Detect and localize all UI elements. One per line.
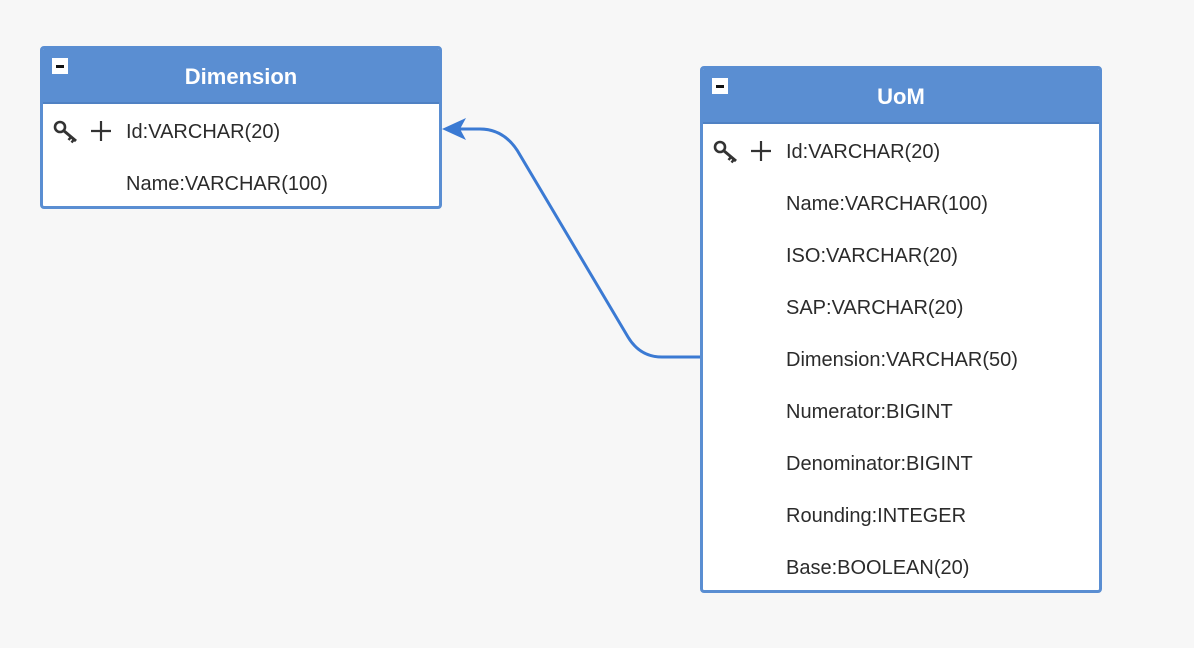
field-label: Name:VARCHAR(100) xyxy=(126,173,328,195)
field-label: Rounding:INTEGER xyxy=(786,505,967,527)
entity-fields: Id:VARCHAR(20) Name:VARCHAR(100) ISO:VAR… xyxy=(703,124,1099,590)
connector-arrowhead xyxy=(442,118,466,140)
field-label: Dimension:VARCHAR(50) xyxy=(786,349,1018,371)
entity-dimension[interactable]: Dimension Id:VARCHAR(20) Name:VARCHAR(10… xyxy=(40,46,442,209)
field-row[interactable]: Dimension:VARCHAR(50) xyxy=(703,334,1099,386)
field-label: Numerator:BIGINT xyxy=(786,401,953,423)
field-row[interactable]: Base:BOOLEAN(20) xyxy=(703,542,1099,590)
entity-fields: Id:VARCHAR(20) Name:VARCHAR(100) xyxy=(43,104,439,206)
field-row[interactable]: Id:VARCHAR(20) xyxy=(703,126,1099,178)
entity-header: UoM xyxy=(703,69,1099,124)
field-row[interactable]: Name:VARCHAR(100) xyxy=(703,178,1099,230)
plus-icon xyxy=(751,141,771,161)
key-icon xyxy=(53,120,77,144)
plus-icon xyxy=(91,121,111,141)
field-row[interactable]: ISO:VARCHAR(20) xyxy=(703,230,1099,282)
field-label: Id:VARCHAR(20) xyxy=(786,141,941,163)
field-row[interactable]: SAP:VARCHAR(20) xyxy=(703,282,1099,334)
field-label: Denominator:BIGINT xyxy=(786,453,973,475)
entity-title: UoM xyxy=(877,84,925,109)
field-label: SAP:VARCHAR(20) xyxy=(786,297,964,319)
field-label: Base:BOOLEAN(20) xyxy=(786,557,970,579)
field-label: Id:VARCHAR(20) xyxy=(126,121,281,143)
key-icon xyxy=(713,140,737,164)
collapse-icon[interactable] xyxy=(52,58,68,74)
field-row[interactable]: Id:VARCHAR(20) xyxy=(43,106,439,158)
field-row[interactable]: Denominator:BIGINT xyxy=(703,438,1099,490)
field-row[interactable]: Rounding:INTEGER xyxy=(703,490,1099,542)
field-label: Name:VARCHAR(100) xyxy=(786,193,988,215)
field-row[interactable]: Numerator:BIGINT xyxy=(703,386,1099,438)
connector-line[interactable] xyxy=(454,127,702,359)
field-label: ISO:VARCHAR(20) xyxy=(786,245,958,267)
field-row[interactable]: Name:VARCHAR(100) xyxy=(43,158,439,206)
collapse-icon[interactable] xyxy=(712,78,728,94)
entity-header: Dimension xyxy=(43,49,439,104)
entity-title: Dimension xyxy=(184,64,298,89)
entity-uom[interactable]: UoM Id:VARCHAR(20) Name:VARCHAR(100) xyxy=(700,66,1102,593)
